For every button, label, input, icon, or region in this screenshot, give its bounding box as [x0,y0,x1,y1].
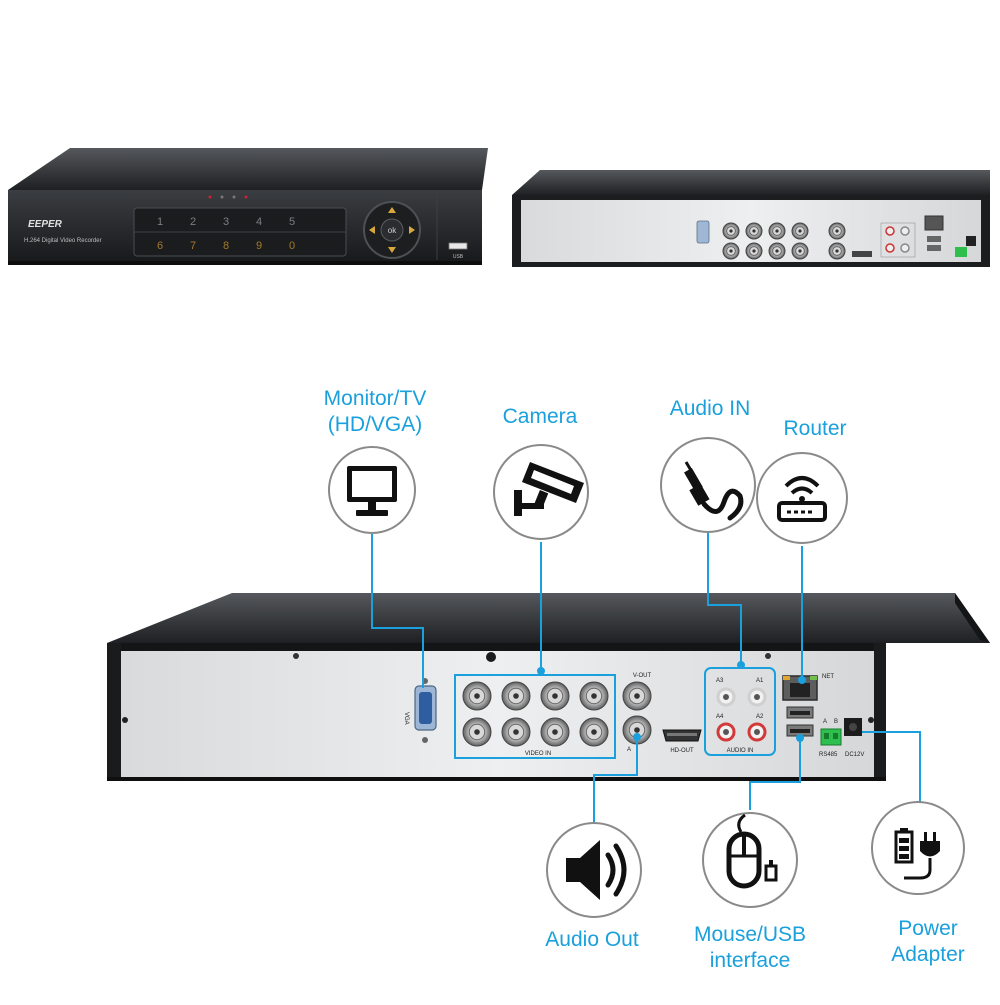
bnc-connector [462,681,492,711]
dc-power-jack [844,718,862,736]
front-key: 6 [157,240,163,252]
small-bnc-connector [722,222,740,240]
mouse-usb-icon [726,813,778,889]
audio-in-label: AUDIO IN [727,748,754,754]
bnc-connector [501,681,531,711]
router-label: Router [760,416,870,442]
router-label-text: Router [783,417,847,440]
bnc-connector [579,681,609,711]
terminal-a-label: A [823,719,827,725]
audio-in-label-callout: Audio IN [640,396,780,422]
power-label-line2: Adapter [891,943,965,966]
net-label: NET [822,674,834,680]
video-in-highlight [454,674,616,759]
ok-key-label: ok [388,226,397,235]
small-bnc-connector [722,242,740,260]
audio-out-bnc-connector [622,715,652,745]
dc12v-label: DC12V [845,752,864,758]
audio-out-label-text: Audio Out [545,928,639,951]
audio-out-port-label: A [627,747,631,753]
audio-port-a3: A3 [716,678,724,684]
speaker-icon [566,840,627,900]
v-out-label: V-OUT [633,673,652,679]
front-key: 7 [190,240,196,252]
hd-out-label: HD-OUT [670,748,694,754]
vga-label: VGA [403,712,409,725]
camera-label-text: Camera [502,405,578,428]
front-key: 1 [157,216,163,228]
small-bnc-connector [791,222,809,240]
bnc-connector [540,681,570,711]
bnc-connector [462,717,492,747]
camera-callout [493,444,589,540]
mouse-usb-label: Mouse/USB interface [670,922,830,974]
audio-out-label: Audio Out [522,927,662,953]
rs485-label: RS485 [819,752,838,758]
vga-port [414,678,437,743]
bnc-connector [540,717,570,747]
small-bnc-connector [768,242,786,260]
bnc-connector [579,717,609,747]
mouse-usb-label-line2: interface [709,949,791,972]
dvr-front-view: 1 2 3 4 5 6 7 8 9 0 ok USB EEPER H.264 Digital Vi… [8,148,488,265]
camera-label: Camera [480,404,600,430]
small-bnc-connector [768,222,786,240]
terminal-b-label: B [834,719,838,725]
monitor-label-line2: (HD/VGA) [327,413,423,436]
small-bnc-connector [745,242,763,260]
mouse-usb-callout [702,812,798,908]
bnc-connector [501,717,531,747]
monitor-label-line1: Monitor/TV [323,387,427,410]
v-out-bnc [622,681,652,745]
front-brand: EEPER [28,219,63,230]
front-key: 9 [256,240,262,252]
audio-port-a1: A1 [756,678,764,684]
monitor-icon [347,466,397,516]
front-key: 4 [256,216,262,228]
mouse-usb-label-line1: Mouse/USB [693,923,807,946]
audio-in-jacks [716,687,767,742]
audio-port-a4: A4 [716,714,724,720]
cctv-camera-icon [514,462,584,516]
v-out-bnc-connector [622,681,652,711]
hdmi-port [662,729,702,742]
usb-ports [786,706,814,737]
audio-jack-icon [684,461,744,521]
power-label: Power Adapter [870,916,986,968]
front-key: 8 [223,240,229,252]
small-bnc-connector [745,222,763,240]
front-key: 3 [223,216,229,228]
dvr-rear-view-small [512,170,990,267]
connector-lines [371,532,921,822]
power-adapter-icon [894,828,940,880]
monitor-label: Monitor/TV (HD/VGA) [300,386,450,438]
front-model: H.264 Digital Video Recorder [24,238,102,244]
usb-front-label: USB [453,254,464,260]
power-label-line1: Power [898,917,958,940]
dvr-rear-view-main: VGA VIDEO IN V-OUT A HD-OUT A3 A1 A4 [107,593,990,781]
audio-in-label-text: Audio IN [669,397,751,420]
small-bnc-connector [791,242,809,260]
front-key: 0 [289,240,295,252]
video-in-label: VIDEO IN [525,751,551,757]
audio-port-a2: A2 [756,714,764,720]
front-key: 2 [190,216,196,228]
audio-out-callout [546,822,642,918]
small-vout-bnc [828,222,846,240]
router-icon [777,476,827,522]
front-key: 5 [289,216,295,228]
audio-in-callout [660,437,756,533]
router-callout [756,452,848,544]
power-adapter-callout [871,801,965,895]
video-in-bnc-group [462,681,609,747]
front-keypad: 1 2 3 4 5 6 7 8 9 0 [157,216,295,252]
monitor-callout [328,446,416,534]
rs485-terminal [820,728,842,746]
small-vout-bnc [828,242,846,260]
